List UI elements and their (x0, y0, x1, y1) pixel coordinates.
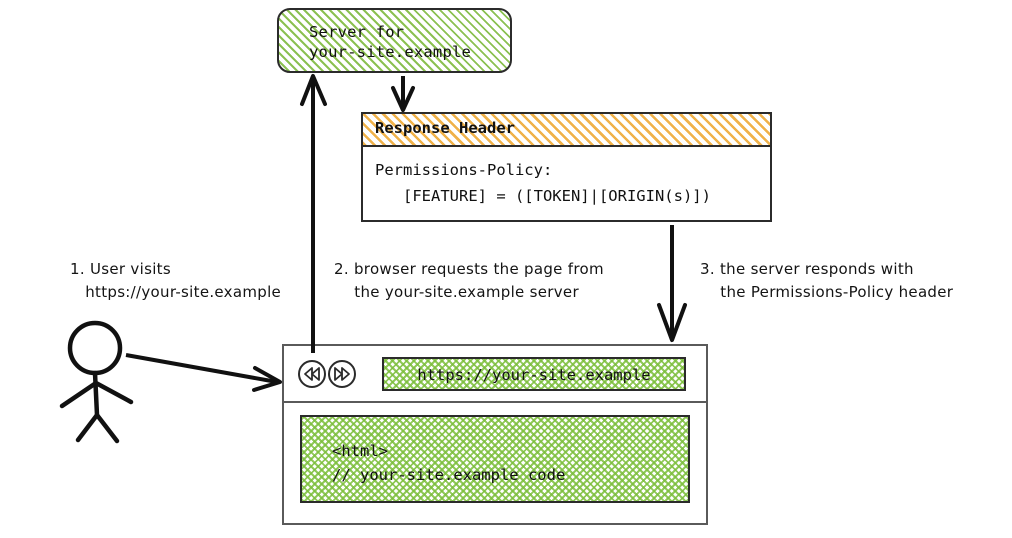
annotation-step-3: 3. the server responds with the Permissi… (700, 260, 954, 301)
response-header-body: Permissions-Policy: [FEATURE] = ([TOKEN]… (375, 161, 711, 205)
page-content-code: <html> // your-site.example code (332, 442, 566, 484)
server-box: Server for your-site.example (277, 8, 512, 73)
arrow-response-header-to-browser (657, 225, 687, 342)
arrow-browser-to-server (300, 74, 327, 353)
arrow-server-to-response-header (391, 76, 415, 112)
annotation-step-1: 1. User visits https://your-site.example (70, 260, 282, 301)
url-text: https://your-site.example (417, 366, 651, 384)
browser-window: https://your-site.example <html> // your… (282, 344, 708, 525)
response-header-title-bar: Response Header (363, 114, 770, 147)
annotation-step-2: 2. browser requests the page from the yo… (334, 260, 604, 301)
browser-toolbar: https://your-site.example (284, 346, 706, 403)
server-label: Server for your-site.example (309, 23, 472, 61)
fast-forward-icon[interactable] (328, 360, 356, 388)
rewind-icon[interactable] (298, 360, 326, 388)
response-header-box: Response Header Permissions-Policy: [FEA… (361, 112, 772, 222)
response-header-title: Response Header (375, 119, 515, 137)
url-bar[interactable]: https://your-site.example (382, 357, 686, 391)
arrow-user-to-browser (125, 353, 282, 392)
page-content-area: <html> // your-site.example code (300, 415, 690, 503)
stick-figure-user (59, 320, 134, 444)
